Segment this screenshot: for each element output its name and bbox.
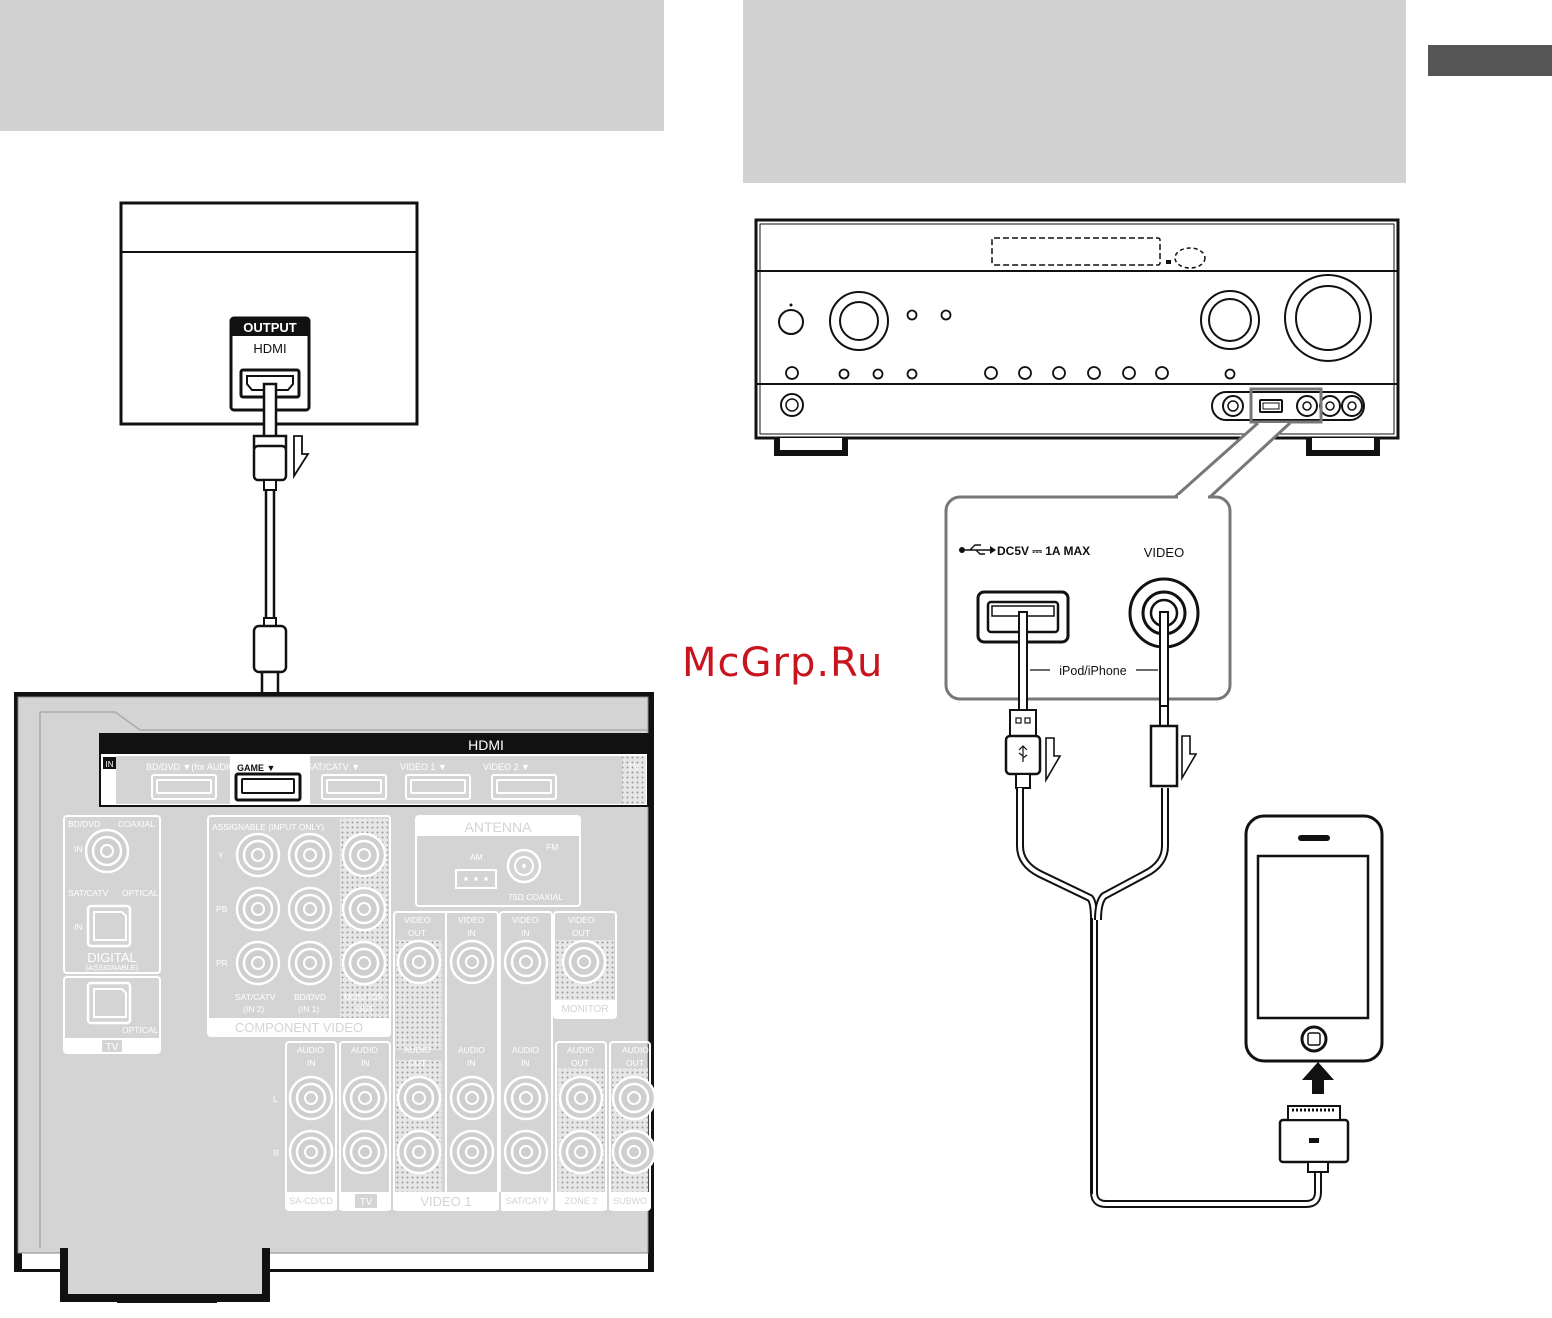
svg-text:IN: IN (521, 1058, 530, 1068)
zoom-callout (944, 421, 1292, 701)
svg-text:(IN 2): (IN 2) (243, 1004, 264, 1014)
svg-text:OPTICAL: OPTICAL (122, 1025, 159, 1035)
hdmi-section-title: HDMI (468, 737, 504, 753)
svg-text:IN: IN (307, 1058, 316, 1068)
svg-text:AUDIO: AUDIO (351, 1045, 378, 1055)
svg-text:OUT: OUT (572, 928, 590, 938)
svg-text:L: L (273, 1094, 278, 1104)
svg-text:75Ω COAXIAL: 75Ω COAXIAL (508, 892, 563, 902)
svg-text:OUT: OUT (408, 928, 426, 938)
svg-text:COAXIAL: COAXIAL (118, 819, 155, 829)
svg-text:IN: IN (467, 1058, 476, 1068)
usb-rating-label: DC5V ⎓ 1A MAX (997, 544, 1090, 558)
svg-text:AUDIO: AUDIO (404, 1045, 431, 1055)
watermark: McGrp.Ru (682, 640, 884, 686)
svg-text:(ASSIGNABLE): (ASSIGNABLE) (86, 963, 139, 972)
iphone-device (1244, 814, 1384, 1063)
svg-text:IN: IN (521, 928, 530, 938)
video-insert-arrow-icon (1181, 735, 1198, 781)
svg-text:TV: TV (106, 1042, 119, 1053)
hdmi-in-game-port[interactable] (234, 772, 302, 802)
audio-group-video1: VIDEO 1 (420, 1194, 471, 1209)
svg-text:VIDEO: VIDEO (458, 915, 485, 925)
receiver-rear-panel: HDMI IN BD/DVD ▼(for AUDIO) GAME ▼ SAT/C… (14, 692, 657, 1303)
output-label: OUTPUT (243, 320, 297, 335)
audio-group-tv: TV (360, 1197, 373, 1208)
hdmi-in-satcatv-port (321, 774, 387, 800)
hdmi-in-bddvd-port (151, 774, 217, 800)
audio-group-sacd: SA-CD/CD (289, 1196, 333, 1206)
ipod-cable (1004, 611, 1350, 1208)
digital-audio-block: BD/DVD COAXIAL IN SAT/CATV OPTICAL IN OP… (63, 815, 161, 1054)
svg-text:ASSIGNABLE (INPUT ONLY): ASSIGNABLE (INPUT ONLY) (212, 822, 324, 832)
svg-text:OUT: OUT (356, 1004, 374, 1014)
monitor-title: MONITOR (561, 1004, 608, 1015)
svg-text:OUT: OUT (408, 1058, 426, 1068)
dock-insert-arrow-icon (1302, 1062, 1334, 1094)
video-jack-label: VIDEO (1144, 545, 1184, 560)
svg-text:IN: IN (74, 844, 83, 854)
svg-text:OPTICAL: OPTICAL (122, 888, 159, 898)
svg-text:OUT: OUT (571, 1058, 589, 1068)
svg-text:AUDIO: AUDIO (512, 1045, 539, 1055)
svg-text:AUDIO: AUDIO (567, 1045, 594, 1055)
hdmi-in-tv-label: TV (628, 762, 640, 772)
audio-group-satcatv: SAT/CATV (506, 1196, 549, 1206)
svg-text:BD/DVD: BD/DVD (294, 992, 326, 1002)
svg-text:Y: Y (218, 850, 224, 860)
header-band-right (743, 0, 1406, 183)
component-video-block: ASSIGNABLE (INPUT ONLY) Y PB PR SAT/CATV… (207, 815, 391, 1037)
section-tab (1428, 45, 1552, 76)
hdmi-in-satcatv-label: SAT/CATV ▼ (306, 762, 360, 772)
svg-text:AUDIO: AUDIO (622, 1045, 649, 1055)
home-button (1300, 1025, 1328, 1053)
hdmi-output-label: HDMI (253, 341, 286, 356)
svg-text:PB: PB (216, 904, 228, 914)
usb-insert-arrow-icon (1045, 737, 1062, 783)
svg-text:AUDIO: AUDIO (297, 1045, 324, 1055)
insert-arrow-icon (293, 435, 310, 480)
svg-text:R: R (273, 1148, 279, 1158)
svg-text:BD/DVD: BD/DVD (68, 819, 100, 829)
svg-text:VIDEO: VIDEO (512, 915, 539, 925)
hdmi-in-video2-port (491, 774, 557, 800)
hdmi-in-video2-label: VIDEO 2 ▼ (483, 762, 530, 772)
audio-group-subwoofer: SUBWO (613, 1196, 647, 1206)
svg-text:(IN 1): (IN 1) (298, 1004, 319, 1014)
hdmi-in-label: IN (106, 760, 114, 769)
svg-text:AM: AM (470, 852, 483, 862)
svg-text:FM: FM (546, 842, 558, 852)
hdmi-in-game-label: GAME ▼ (237, 763, 275, 773)
usb-symbol-icon (959, 544, 996, 555)
hdmi-in-video1-port (405, 774, 471, 800)
svg-text:SAT/CATV: SAT/CATV (235, 992, 276, 1002)
receiver-front-panel (754, 218, 1400, 456)
antenna-block: ANTENNA AM FM 75Ω COAXIAL (415, 815, 581, 907)
svg-text:AUDIO: AUDIO (458, 1045, 485, 1055)
svg-text:PR: PR (216, 958, 228, 968)
svg-text:IN: IN (74, 922, 83, 932)
svg-text:IN: IN (467, 928, 476, 938)
component-video-title: COMPONENT VIDEO (235, 1020, 363, 1035)
svg-text:VIDEO: VIDEO (404, 915, 431, 925)
svg-text:SAT/CATV: SAT/CATV (68, 888, 109, 898)
header-band-left (0, 0, 664, 131)
svg-text:VIDEO: VIDEO (568, 915, 595, 925)
tv-device: OUTPUT HDMI (119, 201, 419, 426)
svg-text:IN: IN (361, 1058, 370, 1068)
hdmi-in-video1-label: VIDEO 1 ▼ (400, 762, 447, 772)
svg-text:OUT: OUT (626, 1058, 644, 1068)
audio-group-zone2: ZONE 2 (565, 1196, 598, 1206)
antenna-title: ANTENNA (465, 819, 533, 835)
hdmi-output-port[interactable] (239, 368, 301, 399)
power-button (778, 309, 804, 335)
digital-title: DIGITAL (87, 950, 137, 965)
svg-text:MONITOR: MONITOR (344, 992, 384, 1002)
video-audio-block: MONITOR VIDEO OUT VIDEO IN VIDEO IN VIDE… (273, 911, 657, 1211)
ipod-iphone-label: iPod/iPhone (1059, 664, 1126, 678)
hdmi-in-bddvd-label: BD/DVD ▼(for AUDIO) (146, 762, 238, 772)
